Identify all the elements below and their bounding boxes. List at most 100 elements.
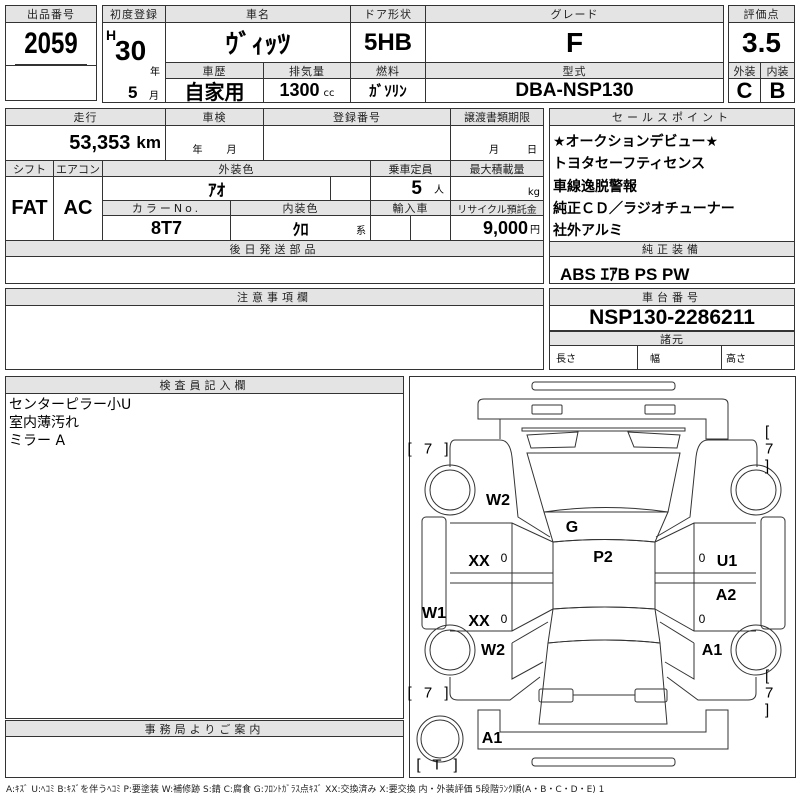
tire-tread-front-right: [ 7 ] — [765, 423, 778, 475]
mileage-label: 走行 — [6, 109, 166, 126]
recycle-label: リサイクル預託金 — [451, 201, 543, 216]
details-box: 走行 車検 登録番号 譲渡書類期限 53,353 km 年月 月日 シフト エア… — [5, 108, 544, 284]
color-label: 外装色 — [103, 161, 371, 177]
transfer-day-unit: 日 — [527, 145, 537, 156]
color-no-label: カラーNo. — [103, 201, 231, 216]
damage-mark: U1 — [716, 553, 738, 570]
damage-mark: W2 — [486, 492, 510, 509]
shift-label: シフト — [6, 161, 54, 177]
inspector-notes: センターピラー小U 室内薄汚れ ミラー A — [9, 396, 131, 450]
grade: F — [426, 23, 723, 63]
length-label: 長さ — [550, 346, 638, 369]
capacity-value: 5 — [411, 177, 422, 199]
fuel: ｶﾞｿﾘﾝ — [351, 79, 426, 102]
grade-label: グレード — [426, 6, 723, 23]
import-label: 輸入車 — [371, 201, 451, 216]
legend: A:ｷｽﾞ U:ﾍｺﾐ B:ｷｽﾞを伴うﾍｺﾐ P:要塗装 W:補修跡 S:錆 … — [6, 785, 605, 795]
inspector-box: 検査員記入欄 センターピラー小U 室内薄汚れ ミラー A — [5, 376, 404, 719]
damage-mark: P2 — [593, 549, 613, 566]
inspector-line: 室内薄汚れ — [9, 415, 79, 431]
exterior-grade: C — [729, 79, 761, 102]
damage-mark: 0 — [698, 612, 706, 626]
office-label: 事務局よりご案内 — [6, 721, 403, 737]
inspector-line: ミラー A — [9, 433, 66, 449]
damage-mark: W1 — [422, 605, 446, 622]
notes-label: 注意事項欄 — [6, 289, 543, 306]
damage-mark: 0 — [500, 551, 508, 565]
fuel-label: 燃料 — [351, 63, 426, 79]
damage-mark: XX — [468, 613, 490, 630]
transfer-label: 譲渡書類期限 — [451, 109, 543, 126]
ac: AC — [54, 177, 103, 241]
chassis-box: 車台番号 NSP130-2286211 諸元 長さ 幅 高さ — [549, 288, 795, 370]
sales-point: 社外アルミ — [553, 223, 623, 239]
import-cell-2 — [411, 216, 451, 241]
history: 自家用 — [166, 79, 264, 102]
damage-mark: A1 — [701, 642, 723, 659]
color-no: 8T7 — [103, 216, 231, 241]
sales-point: トヨタセーフティセンス — [553, 156, 706, 172]
first-reg-value: H 30 年 5 月 — [103, 23, 166, 102]
inspection-month-unit: 月 — [226, 145, 237, 156]
reg-no-value — [264, 126, 451, 161]
interior-color: ｸﾛ 系 — [231, 216, 371, 241]
chassis-label: 車台番号 — [550, 289, 794, 306]
exterior-label: 外装 — [729, 63, 761, 79]
sales-points-label: セールスポイント — [550, 109, 794, 126]
damage-mark: XX — [468, 553, 490, 570]
mileage-unit: km — [136, 133, 161, 152]
damage-mark: W2 — [481, 642, 505, 659]
chassis-number: NSP130-2286211 — [550, 306, 794, 331]
year: 30 — [115, 35, 147, 66]
score-box: 評価点 3.5 外装 内装 C B — [728, 5, 795, 103]
car-name: ｳﾞｨｯﾂ — [166, 23, 351, 63]
spec-label: 諸元 — [550, 331, 794, 346]
interior-label: 内装 — [761, 63, 794, 79]
car-name-label: 車名 — [166, 6, 351, 23]
capacity-label: 乗車定員 — [371, 161, 451, 177]
later-parts-label: 後日発送部品 — [6, 241, 543, 257]
first-reg-label: 初度登録 — [103, 6, 166, 23]
load-value: kg — [451, 177, 543, 201]
tire-tread-spare: [ T ] — [416, 756, 462, 774]
year-unit: 年 — [150, 67, 160, 78]
damage-mark: A1 — [481, 730, 503, 747]
inspection-year-unit: 年 — [192, 145, 203, 156]
door-type: 5HB — [351, 23, 426, 63]
damage-diagram: [ 7 ] [ 7 ] [ 7 ] [ 7 ] [ T ] W2 G P2 XX… — [407, 376, 796, 778]
mileage-value: 53,353 — [69, 131, 131, 154]
lot-label: 出品番号 — [6, 6, 96, 23]
score-label: 評価点 — [729, 6, 794, 23]
capacity-unit: 人 — [434, 185, 444, 196]
reg-no-label: 登録番号 — [264, 109, 451, 126]
shift: FAT — [6, 177, 54, 241]
sales-point: 純正ＣＤ／ラジオチューナー — [553, 201, 735, 217]
inspector-label: 検査員記入欄 — [6, 377, 403, 394]
exterior-color: ｱｵ — [103, 177, 331, 201]
vehicle-box: 初度登録 車名 ドア形状 グレード H 30 年 5 月 ｳﾞｨｯﾂ 5HB F… — [102, 5, 724, 103]
sales-point: 車線逸脱警報 — [553, 179, 637, 195]
equipment-label: 純正装備 — [550, 241, 794, 257]
model: DBA-NSP130 — [515, 79, 634, 101]
damage-mark: G — [565, 519, 579, 536]
transfer-value: 月日 — [451, 126, 543, 161]
displacement-value: 1300 — [279, 80, 320, 100]
interior-color-unit: 系 — [356, 226, 366, 237]
recycle-value: 9,000 — [482, 217, 528, 238]
width-label: 幅 — [638, 346, 722, 369]
inspection-value: 年月 — [166, 126, 264, 161]
recycle-unit: 円 — [530, 224, 540, 236]
notes-box: 注意事項欄 — [5, 288, 544, 370]
inspection-label: 車検 — [166, 109, 264, 126]
month: 5 — [128, 83, 138, 102]
inspector-line: センターピラー小U — [9, 397, 132, 413]
damage-mark: 0 — [698, 551, 706, 565]
height-label: 高さ — [726, 354, 746, 365]
displacement-unit: cc — [323, 88, 335, 99]
equipment: ABS ｴｱB PS PW — [560, 265, 690, 284]
load-label: 最大積載量 — [451, 161, 543, 177]
model-label: 型式 — [426, 63, 723, 79]
lot-box: 出品番号 2059 — [5, 5, 97, 101]
